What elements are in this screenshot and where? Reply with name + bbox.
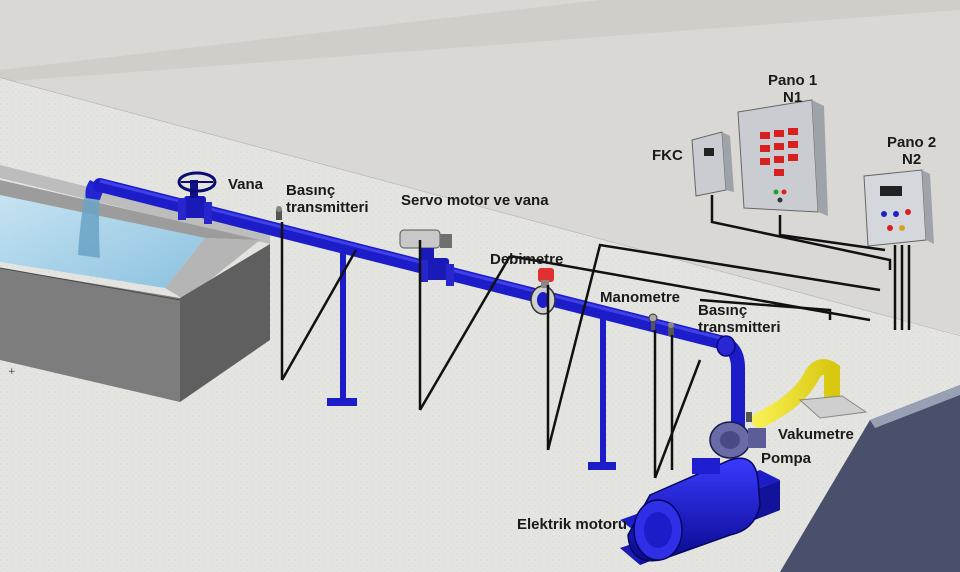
label-pano-1-line1: Pano 1 xyxy=(768,72,818,89)
floor-edge-dark xyxy=(780,385,960,572)
label-elektrik-motoru: Elektrik motoru xyxy=(517,516,628,533)
label-basinc-2-line1: Basınç xyxy=(698,302,748,319)
label-fkc: FKC xyxy=(652,147,683,164)
tank-edge xyxy=(0,267,181,301)
label-vakumetre: Vakumetre xyxy=(778,426,854,443)
water-outlet-stream xyxy=(78,188,100,258)
label-basinc-2-line2: transmitteri xyxy=(698,319,781,336)
suction-pipe xyxy=(752,359,840,428)
pano-1-cabinet xyxy=(737,99,828,216)
label-debimetre: Debimetre xyxy=(490,251,564,268)
tank-top-rim xyxy=(0,165,270,244)
label-pano-1-line2: N1 xyxy=(783,89,803,106)
tank-right-rim xyxy=(165,238,260,300)
wall-top-edge xyxy=(0,0,960,82)
pump xyxy=(709,421,766,459)
floor-edge-light xyxy=(870,385,960,428)
pressure-transmitter-2 xyxy=(668,322,674,336)
tank-side-wall xyxy=(180,244,270,402)
label-servo-motor-ve-vana: Servo motor ve vana xyxy=(401,192,549,209)
vacuum-gauge xyxy=(746,412,752,422)
tank-water xyxy=(0,195,205,288)
pano-2-cabinet xyxy=(863,169,934,247)
back-wall xyxy=(0,0,960,335)
label-basinc-1-line2: transmitteri xyxy=(286,199,369,216)
elbow-flange xyxy=(716,335,736,357)
gate-valve xyxy=(177,171,217,224)
label-pano-1: Pano 1 N1 xyxy=(768,72,817,106)
signal-cables xyxy=(280,195,911,479)
suction-pit xyxy=(798,395,868,419)
cursor-mark: + xyxy=(8,367,16,377)
fkc-panel xyxy=(691,131,734,197)
electric-motor xyxy=(627,457,761,562)
tank-inner-wall xyxy=(0,180,260,240)
label-manometre: Manometre xyxy=(600,289,681,306)
manometer xyxy=(648,313,658,330)
label-pano-2: Pano 2 N2 xyxy=(887,134,936,168)
label-vana: Vana xyxy=(228,176,264,193)
label-pompa: Pompa xyxy=(761,450,812,467)
tank-front-wall xyxy=(0,268,180,402)
label-pano-2-line2: N2 xyxy=(902,151,922,168)
servo-motor-valve xyxy=(399,229,454,286)
label-basinc-transmitteri-2: Basınç transmitteri xyxy=(698,302,781,336)
pipe-supports xyxy=(327,250,616,470)
label-pano-2-line1: Pano 2 xyxy=(887,134,937,151)
pressure-transmitter-1 xyxy=(276,206,282,220)
label-basinc-transmitteri-1: Basınç transmitteri xyxy=(286,182,369,216)
label-basinc-1-line1: Basınç xyxy=(286,182,336,199)
